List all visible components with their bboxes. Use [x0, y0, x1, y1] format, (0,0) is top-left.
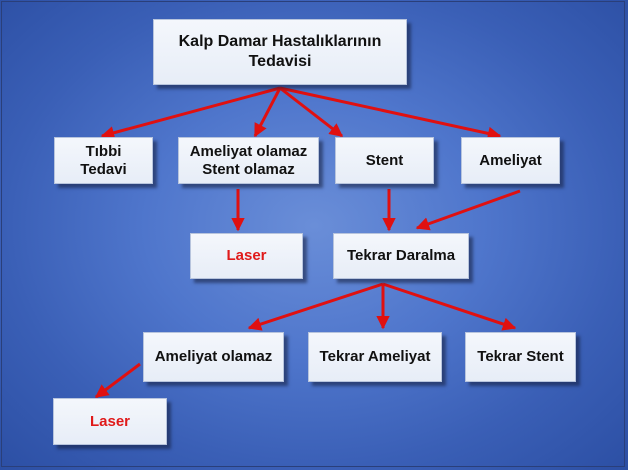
node-laser-1: Laser	[190, 233, 303, 279]
node-laser-1-label: Laser	[226, 247, 267, 264]
node-laser-2-label: Laser	[89, 412, 131, 430]
arrow-ameliyat-to-tekrar-daralma	[415, 189, 521, 231]
node-stent-label: Stent	[365, 151, 404, 169]
node-tekrar-ameliyat: Tekrar Ameliyat	[308, 332, 442, 382]
node-ameliyat-olamaz-stent-olamaz: Ameliyat olamaz Stent olamaz	[178, 137, 319, 184]
node-tekrar-ameliyat-label: Tekrar Ameliyat	[319, 348, 431, 365]
arrow-title-to-stent	[279, 86, 344, 138]
arrow-ameliyat-olamaz-to-laser	[94, 362, 141, 399]
arrow-daralma-to-ameliyat-olamaz	[247, 282, 384, 331]
node-ameliyat-olamaz: Ameliyat olamaz	[143, 332, 284, 382]
node-ameliyat-label: Ameliyat	[479, 151, 542, 169]
arrow-daralma-to-tekrar-stent	[382, 282, 517, 331]
node-tibbi-tedavi: Tıbbi Tedavi	[54, 137, 153, 184]
node-laser-2: Laser	[53, 398, 167, 445]
node-tekrar-stent: Tekrar Stent	[465, 332, 576, 382]
node-tekrar-stent-label: Tekrar Stent	[477, 348, 564, 365]
arrow-title-to-tibbi	[100, 86, 281, 140]
node-stent: Stent	[335, 137, 434, 184]
node-ameliyat-olamaz-stent-olamaz-label: Ameliyat olamaz Stent olamaz	[189, 142, 308, 178]
node-tekrar-daralma: Tekrar Daralma	[333, 233, 469, 279]
node-ameliyat: Ameliyat	[461, 137, 560, 184]
title-text: Kalp Damar Hastalıklarının Tedavisi	[178, 33, 382, 70]
node-ameliyat-olamaz-label: Ameliyat olamaz	[154, 348, 273, 365]
title-box: Kalp Damar Hastalıklarının Tedavisi	[153, 19, 407, 85]
arrow-title-to-ameliyat	[279, 86, 502, 141]
node-tibbi-tedavi-label: Tıbbi Tedavi	[80, 142, 127, 178]
arrow-title-to-ameliyat-olamaz	[253, 87, 282, 138]
node-tekrar-daralma-label: Tekrar Daralma	[346, 247, 456, 264]
